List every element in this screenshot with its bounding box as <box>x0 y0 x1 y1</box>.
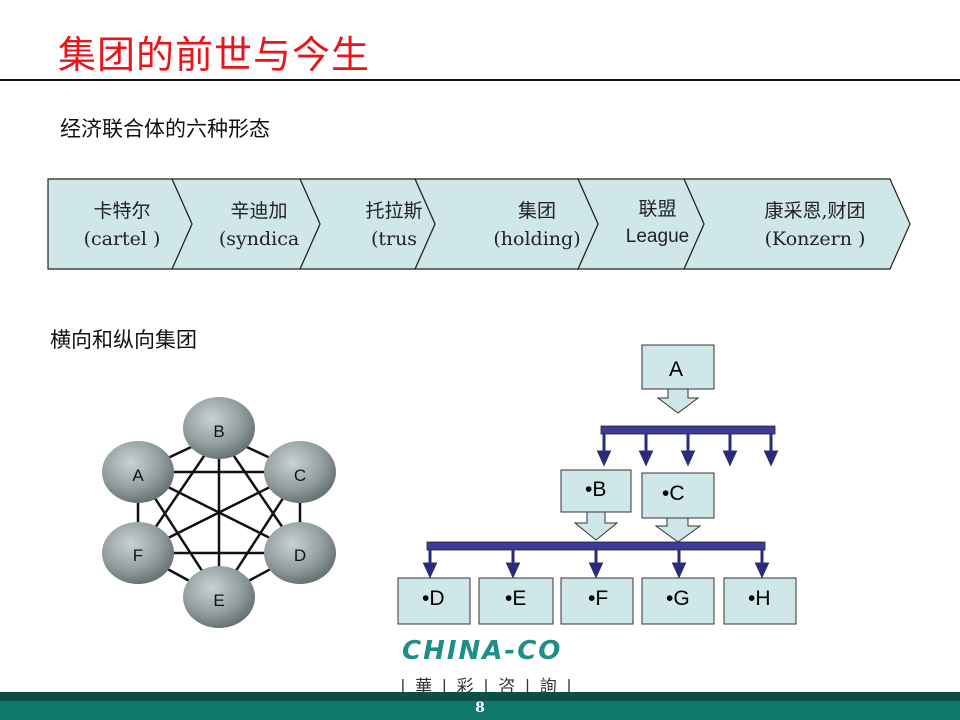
forms-subtitle: 经济联合体的六种形态 <box>60 117 270 141</box>
chevron-1 <box>47 178 193 270</box>
chevron-label-4: 集团(holding) <box>493 200 581 250</box>
tree-root-box <box>641 344 715 390</box>
page-number: 8 <box>475 700 485 716</box>
network-node-a: A <box>102 441 174 503</box>
svg-text:D: D <box>294 546 306 565</box>
tree-leaf-label-e: •E <box>505 587 527 610</box>
svg-text:E: E <box>213 591 224 610</box>
chevron-label-3: 托拉斯(trus <box>365 200 423 250</box>
company-logo: CHINA-CO <box>402 636 563 666</box>
tree-mid-label-b: •B <box>585 478 607 501</box>
upper-bracket <box>596 425 779 467</box>
tree-leaf-label-g: •G <box>666 587 690 610</box>
mid-b-down-arrow <box>573 511 619 541</box>
page-title: 集团的前世与今生 <box>58 33 371 77</box>
tree-leaf-label-f: •F <box>588 587 609 610</box>
tree-leaf-box-e <box>478 577 554 625</box>
tree-mid-box-c <box>641 472 715 519</box>
tree-leaf-label-d: •D <box>422 587 445 610</box>
tree-leaf-box-d <box>397 577 471 625</box>
tree-mid-box-b <box>560 469 632 513</box>
root-down-arrow <box>656 388 700 414</box>
tree-leaf-box-f <box>560 577 634 625</box>
mid-c-down-arrow <box>654 517 702 543</box>
network-node-c: C <box>264 441 336 503</box>
tree-leaf-box-g <box>641 577 715 625</box>
chevron-label-1: 卡特尔(cartel ) <box>83 200 161 250</box>
network-node-d: D <box>264 522 336 584</box>
lower-bracket <box>422 541 770 579</box>
svg-text:A: A <box>132 466 144 485</box>
tree-leaf-label-h: •H <box>748 587 771 610</box>
title-divider <box>0 79 960 81</box>
svg-text:F: F <box>133 546 143 565</box>
network-node-e: E <box>183 566 255 628</box>
groups-subtitle: 横向和纵向集团 <box>50 328 197 352</box>
tree-root-label: A <box>669 358 684 381</box>
tree-leaf-box-h <box>723 577 797 625</box>
svg-text:B: B <box>213 422 224 441</box>
footer-bar <box>0 692 960 720</box>
chevron-label-6: 康采恩,财团(Konzern ) <box>764 200 866 250</box>
chevron-label-2: 辛迪加(syndica <box>218 200 300 250</box>
network-node-b: B <box>183 397 255 459</box>
tree-mid-label-c: •C <box>662 482 685 505</box>
network-node-f: F <box>102 522 174 584</box>
svg-text:C: C <box>294 466 306 485</box>
